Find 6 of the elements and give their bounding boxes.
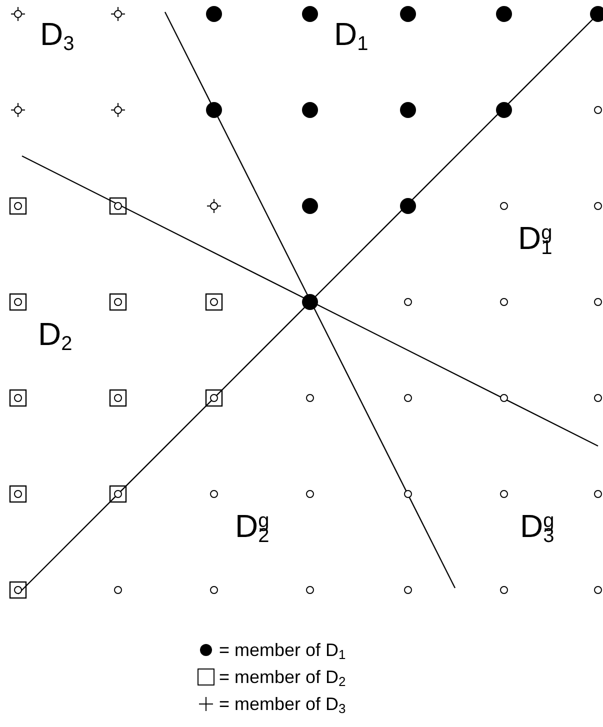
region-label: D$_{2}$ xyxy=(38,318,72,350)
region-label: D$_{1}$ xyxy=(334,18,368,50)
legend-text: = member of D$_{3}$ xyxy=(219,694,346,712)
legend-text: = member of D$_{1}$ xyxy=(219,640,346,658)
legend-text: = member of D$_{2}$ xyxy=(219,668,346,686)
region-label: D$_{3}$ xyxy=(40,18,74,50)
